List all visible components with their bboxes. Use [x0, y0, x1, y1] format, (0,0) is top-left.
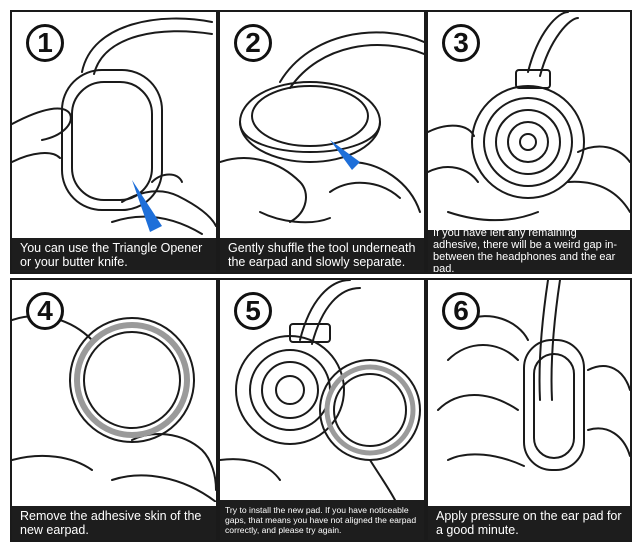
step-2-illustration	[220, 31, 424, 224]
step-3-illustration	[428, 12, 630, 222]
step-number-1: 1	[26, 24, 64, 62]
step-caption-text-4: Remove the adhesive skin of the new earp…	[20, 509, 202, 537]
step-caption-1: You can use the Triangle Opener or your …	[12, 238, 216, 272]
new-earpad-ring	[324, 364, 416, 456]
step-caption-text-3: If you have left any remaining adhesive,…	[433, 227, 618, 274]
step-caption-2: Gently shuffle the tool underneath the e…	[220, 238, 424, 272]
step-6-illustration	[437, 280, 630, 471]
step-panel-1: 1 You can use the Triangle Opener or you…	[10, 10, 218, 274]
step-caption-text-1: You can use the Triangle Opener or your …	[20, 241, 203, 269]
step-panel-2: 2 Gently shuffle the tool underneath the…	[218, 10, 426, 274]
step-caption-6: Apply pressure on the ear pad for a good…	[428, 506, 630, 540]
step-panel-6: 6 Apply pressure on the ear pad for a go…	[426, 278, 632, 542]
step-1-illustration	[12, 17, 216, 235]
step-number-2: 2	[234, 24, 272, 62]
step-panel-4: 4 Remove the adhesive skin of the new ea…	[10, 278, 218, 542]
step-number-6: 6	[442, 292, 480, 330]
step-caption-4: Remove the adhesive skin of the new earp…	[12, 506, 216, 540]
step-5-illustration	[220, 280, 421, 502]
step-caption-3: If you have left any remaining adhesive,…	[428, 227, 630, 274]
step-number-3: 3	[442, 24, 480, 62]
step-4-illustration	[12, 315, 216, 502]
tool-icon	[330, 140, 360, 170]
step-caption-text-6: Apply pressure on the ear pad for a good…	[436, 509, 622, 537]
step-caption-text-2: Gently shuffle the tool underneath the e…	[228, 241, 416, 269]
step-caption-text-5: Try to install the new pad. If you have …	[225, 505, 417, 535]
step-number-4: 4	[26, 292, 64, 330]
step-number-5: 5	[234, 292, 272, 330]
step-panel-3: 3 If you have left any remaining adhesiv…	[426, 10, 632, 274]
triangle-opener-icon	[132, 180, 162, 232]
step-caption-5: Try to install the new pad. If you have …	[220, 500, 424, 540]
adhesive-ring	[74, 322, 190, 438]
step-panel-5: 5 Try to install the new pad. If you hav…	[218, 278, 426, 542]
